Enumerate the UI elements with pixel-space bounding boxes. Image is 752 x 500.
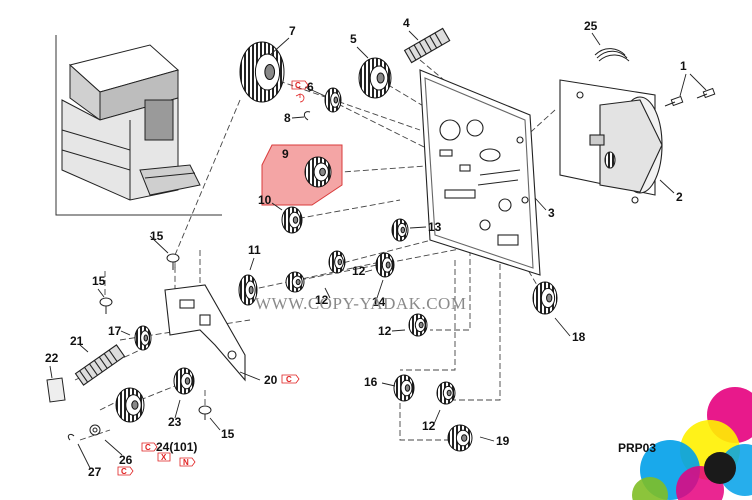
gear-16	[393, 374, 415, 402]
tag-frame-24x	[157, 452, 171, 462]
wire-harness	[594, 48, 630, 62]
leader-lines	[49, 30, 707, 469]
callout-24: 24(101)	[156, 440, 197, 454]
callout-9: 9	[282, 147, 289, 161]
callout-13: 13	[428, 220, 442, 234]
callout-16: 16	[364, 375, 378, 389]
gear-14	[375, 252, 395, 278]
gear-12-a	[285, 271, 305, 293]
gear-12-c	[408, 313, 428, 337]
tag-frame-26	[117, 466, 134, 476]
gear-12-b	[328, 250, 346, 274]
callout-4: 4	[403, 16, 410, 30]
callout-14: 14	[372, 295, 386, 309]
service-tags: C C C X N C	[117, 80, 309, 476]
springs	[74, 27, 451, 386]
callout-2: 2	[676, 190, 683, 204]
service-tag-24n: N	[183, 458, 189, 467]
gear-13	[391, 218, 409, 242]
gear-12-d	[436, 381, 456, 405]
callout-23: 23	[168, 415, 182, 429]
main-frame-plate	[419, 69, 541, 276]
callout-26: 26	[119, 453, 133, 467]
callout-15: 15	[150, 229, 164, 243]
service-tag-24c: C	[145, 443, 151, 452]
gear-10	[281, 206, 303, 234]
callout-25: 25	[584, 19, 598, 33]
tag-frame-20	[281, 374, 300, 384]
gear-17	[134, 325, 152, 351]
callout-20: 20	[264, 373, 278, 387]
gear-5	[358, 57, 392, 99]
service-tag-24x: X	[161, 453, 167, 462]
callout-5: 5	[350, 32, 357, 46]
screws	[99, 87, 716, 420]
callout-8: 8	[284, 111, 291, 125]
callout-11: 11	[248, 243, 261, 257]
tag-frame-24n	[179, 457, 196, 467]
callout-22: 22	[45, 351, 59, 365]
callout-12: 12	[352, 264, 366, 278]
gear-9	[304, 156, 332, 188]
callout-12: 12	[315, 293, 329, 307]
callout-10: 10	[258, 193, 272, 207]
rotate-icon	[295, 93, 305, 103]
motor-assembly	[559, 79, 663, 204]
gear-19	[447, 424, 473, 452]
gear-24	[115, 387, 145, 423]
callout-17: 17	[108, 324, 122, 338]
callouts: 1 2 3 4 5 6 7 8 9 10 11 12 12 12 12 13 1…	[45, 16, 687, 479]
service-tag-26: C	[121, 467, 127, 476]
gear-23	[173, 367, 195, 395]
gears	[115, 41, 558, 452]
callout-6: 6	[307, 80, 314, 94]
callout-15: 15	[92, 274, 106, 288]
small-parts	[46, 111, 311, 441]
callout-12: 12	[422, 419, 436, 433]
service-tag-20: C	[286, 375, 292, 384]
tag-frame-24c	[141, 442, 158, 452]
callout-21: 21	[70, 334, 84, 348]
callout-12: 12	[378, 324, 392, 338]
service-tag-6: C	[295, 81, 301, 90]
callout-18: 18	[572, 330, 586, 344]
gear-7	[239, 41, 285, 103]
left-bracket	[164, 284, 246, 382]
watermark: WWW.COPY-YADAK.COM	[255, 294, 466, 313]
gear-11	[238, 274, 258, 306]
machine-inset	[55, 35, 222, 216]
callout-19: 19	[496, 434, 510, 448]
diagram-code: PRP03	[618, 441, 656, 455]
callout-1: 1	[680, 59, 687, 73]
gear-18	[532, 281, 558, 315]
callout-3: 3	[548, 206, 555, 220]
color-swirl-logo	[632, 387, 752, 500]
callout-15: 15	[221, 427, 235, 441]
gear-6	[324, 87, 342, 113]
tag-frame-6	[291, 80, 309, 90]
callout-7: 7	[289, 24, 296, 38]
callout-27: 27	[88, 465, 102, 479]
